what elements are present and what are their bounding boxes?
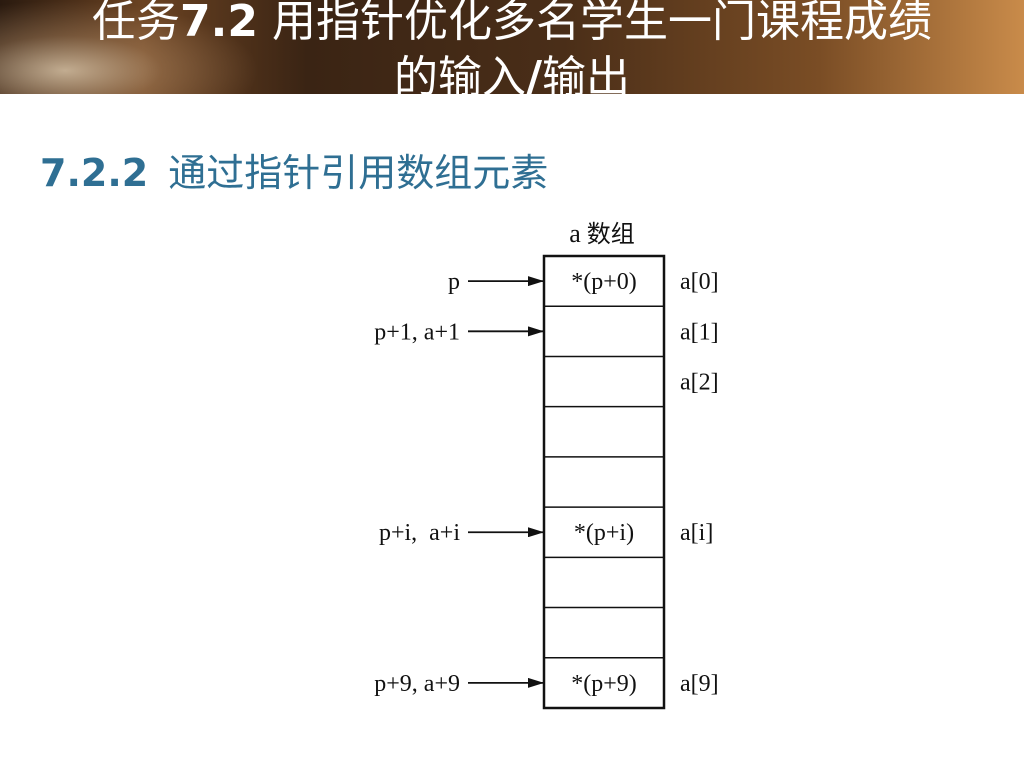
- pointer-label: p+9, a+9: [374, 671, 460, 697]
- banner-photo-highlight: [0, 0, 260, 94]
- title-line2-start: 的输入: [393, 52, 526, 94]
- pointer-label: p+i, a+i: [379, 520, 460, 546]
- section-heading: 7.2.2 通过指针引用数组元素: [40, 142, 548, 197]
- cell-content: *(p+i): [574, 520, 634, 546]
- title-banner: 任务7.2 用指针优化多名学生一门课程成绩 的输入/输出: [0, 0, 1024, 94]
- pointer-label: p: [448, 269, 460, 295]
- title-line2-end: 输出: [542, 52, 631, 94]
- pointer-label: p+1, a+1: [374, 319, 460, 345]
- slide-title: 任务7.2 用指针优化多名学生一门课程成绩 的输入/输出: [0, 0, 1024, 94]
- element-label: a[9]: [680, 671, 719, 697]
- element-label: a[0]: [680, 269, 719, 295]
- cell-content: *(p+9): [571, 671, 637, 697]
- array-caption-text: 数组: [587, 220, 635, 248]
- title-line-2: 的输入/输出: [0, 50, 1024, 94]
- element-label: a[1]: [680, 319, 719, 345]
- title-number: 7.2: [180, 0, 258, 47]
- array-name: a: [569, 219, 581, 248]
- pointer-arrows: p p+1, a+1 p+i, a+i p+9, a+9: [374, 269, 544, 697]
- cell-content: *(p+0): [571, 269, 637, 295]
- title-main: 用指针优化多名学生一门课程成绩: [271, 0, 932, 47]
- title-prefix: 任务: [92, 0, 181, 47]
- element-label: a[2]: [680, 370, 719, 396]
- element-label: a[i]: [680, 520, 713, 546]
- section-number: 7.2.2: [40, 151, 149, 195]
- array-outline: [542, 254, 666, 710]
- title-slash: /: [525, 52, 543, 94]
- array-cells: *(p+0) a[0] a[1] a[2] *(p+i) a[i] *(p+9) a[9]: [544, 269, 719, 697]
- section-title: 通过指针引用数组元素: [168, 151, 549, 195]
